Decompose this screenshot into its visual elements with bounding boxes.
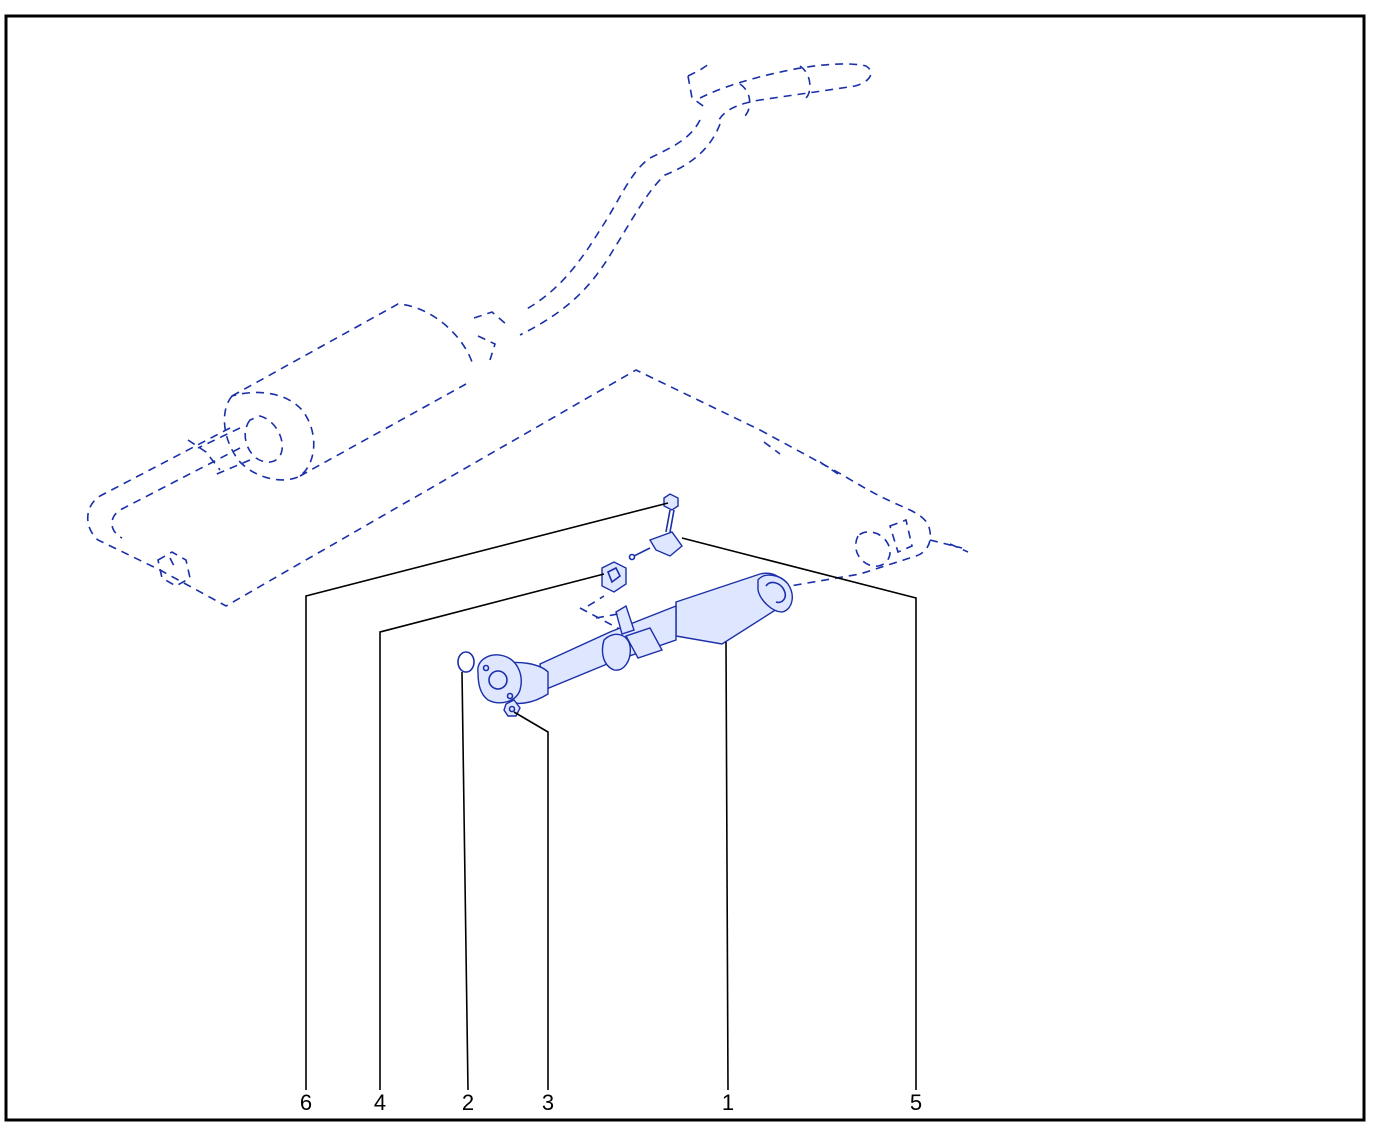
center-pipe-upper: [524, 119, 701, 311]
callout-5: 5: [910, 1090, 922, 1115]
bracket-bolt-shank: [665, 509, 675, 533]
muffler-inner-ring: [244, 415, 284, 463]
pipe-hanger-solid: [624, 627, 664, 659]
bracket-bolt: [663, 493, 679, 511]
inlet-bolt-hole-b: [506, 692, 514, 700]
muffler-hanger: [473, 311, 507, 361]
callout-3: 3: [542, 1090, 554, 1115]
pipe-joint: [601, 633, 631, 671]
muffler-outlet: [187, 427, 251, 477]
diagram-frame: [4, 14, 1366, 1122]
loop-pipe-inner: [111, 447, 241, 539]
leader-5: [681, 537, 917, 1090]
o2-sensor-bung: [615, 604, 635, 635]
inlet-flange: [477, 654, 522, 704]
front-pipe-dashed: [759, 429, 932, 587]
bracket-stud-end: [628, 553, 636, 561]
callout-6: 6: [300, 1090, 312, 1115]
front-pipe-assembly: [457, 493, 793, 717]
leader-4: [379, 573, 605, 1090]
rubber-hanger-slot: [606, 566, 622, 584]
leader-2: [461, 671, 469, 1091]
leader-3: [513, 711, 549, 1090]
left-clamp: [157, 551, 191, 587]
leader-1: [725, 641, 729, 1091]
center-pipe-lower: [519, 123, 721, 336]
callout-1: 1: [722, 1090, 734, 1115]
muffler-end-cap: [223, 391, 315, 481]
callout-4: 4: [374, 1090, 386, 1115]
rubber-hanger: [601, 561, 627, 593]
leader-6: [305, 502, 669, 1090]
inlet-bolt-hole-a: [482, 664, 490, 672]
bracket-stud: [633, 547, 651, 557]
tailpipe-hanger: [687, 61, 713, 109]
callout-numbers: 6 4 2 3 1 5: [300, 1090, 922, 1115]
front-joint-dashed: [889, 518, 963, 554]
support-bracket: [648, 531, 683, 557]
flange-nut: [503, 699, 521, 717]
leader-lines: [305, 502, 917, 1091]
inlet-flange-port: [488, 670, 508, 690]
context-exhaust-dashed: [86, 61, 969, 641]
front-flange-dashed: [854, 531, 891, 567]
muffler-body-top: [231, 303, 473, 397]
front-bolt-dashed: [949, 543, 969, 553]
hanger-dash-link: [587, 595, 619, 619]
tailpipe-tip: [739, 65, 811, 117]
flange-nut-hole: [508, 705, 516, 713]
muffler-body-bottom: [299, 383, 467, 477]
tailpipe-outline: [699, 63, 872, 123]
converter-outlet-ring: [765, 581, 787, 604]
callout-2: 2: [462, 1090, 474, 1115]
gasket-ring: [457, 651, 475, 673]
